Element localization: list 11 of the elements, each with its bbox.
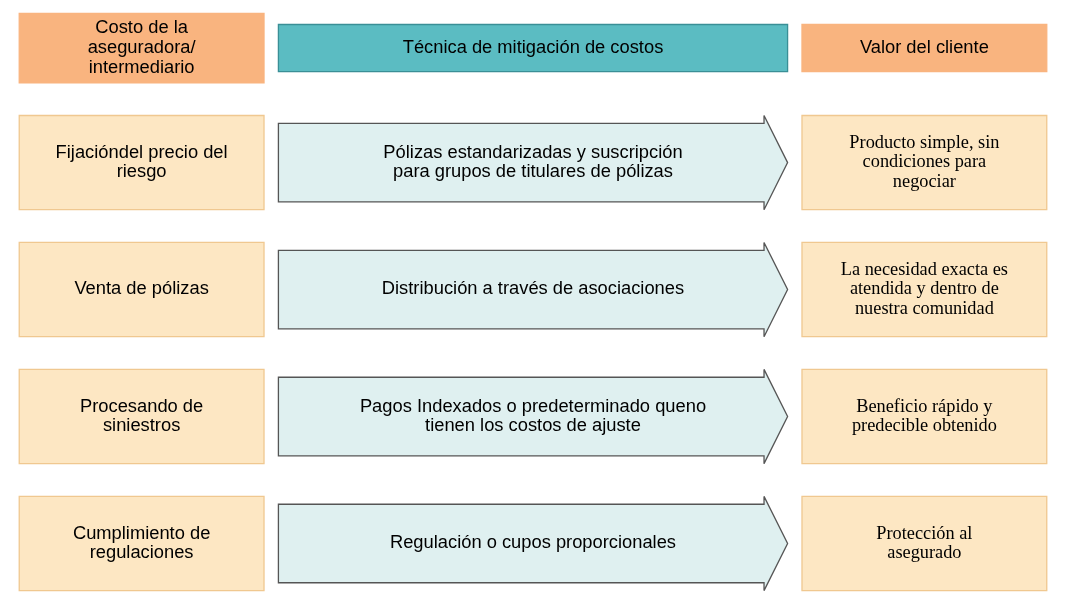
node-box: Procesando de siniestros bbox=[18, 368, 265, 465]
node-box: Beneficio rápido y predecible obtenido bbox=[800, 368, 1047, 465]
node-box: Costo de la aseguradora/ intermediario bbox=[18, 12, 265, 84]
node-box: Producto simple, sin condiciones para negociar bbox=[800, 114, 1047, 211]
node-box: La necesidad exacta es atendida y dentro de nuestra comunidad bbox=[800, 241, 1047, 338]
node-box: Técnica de mitigación de costos bbox=[277, 23, 788, 73]
node-box: Protección al asegurado bbox=[800, 495, 1047, 592]
node-box: Cumplimiento de regulaciones bbox=[18, 495, 265, 592]
node-box: Valor del cliente bbox=[800, 23, 1047, 73]
node-box: Fijacióndel precio del riesgo bbox=[18, 114, 265, 211]
node-box: Venta de pólizas bbox=[18, 241, 265, 338]
